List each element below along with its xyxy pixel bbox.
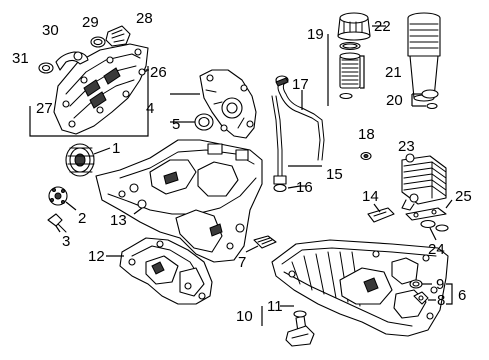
callout-9: 9 (436, 276, 444, 293)
filter-cap-22 (337, 12, 371, 41)
gasket-25 (405, 207, 447, 221)
callout-labels: 1 2 3 4 5 6 7 8 9 10 11 12 13 14 15 16 1… (12, 10, 472, 325)
callout-15: 15 (326, 166, 343, 183)
callout-3: 3 (62, 233, 70, 250)
callout-12: 12 (88, 248, 105, 265)
callout-8: 8 (437, 292, 445, 309)
seal-ring-9 (409, 279, 423, 289)
oil-filter-element-21 (339, 52, 361, 89)
callout-30: 30 (42, 22, 59, 39)
callout-26: 26 (150, 64, 167, 81)
callout-10: 10 (236, 308, 253, 325)
oil-pan-lower (271, 239, 449, 337)
seal-ring-filter (339, 41, 361, 51)
callout-16: 16 (296, 179, 313, 196)
dipstick-tube (271, 95, 287, 185)
flex-plate-2 (48, 186, 68, 206)
callout-2: 2 (78, 210, 86, 227)
filter-housing-assembly (407, 12, 441, 102)
seal-ring-29 (90, 36, 106, 48)
callout-11: 11 (267, 298, 283, 315)
callout-29: 29 (82, 14, 99, 31)
oil-cooler-23 (401, 153, 447, 211)
seal-ring-31 (38, 62, 54, 74)
callout-1: 1 (112, 140, 120, 157)
oil-pump-housing-12 (119, 237, 213, 305)
oil-level-sensor (285, 310, 315, 347)
callout-7: 7 (238, 254, 246, 271)
callout-24: 24 (428, 241, 445, 258)
drain-plug-8 (413, 291, 429, 305)
callout-17: 17 (292, 76, 309, 93)
sensor-7 (253, 235, 277, 249)
callout-31: 31 (12, 50, 29, 67)
gasket-30 (55, 51, 89, 71)
callout-27: 27 (36, 100, 53, 117)
oil-filler-cap-28 (105, 25, 131, 47)
bracket-14 (367, 207, 395, 223)
washer-18 (360, 151, 372, 161)
seal-24b (435, 224, 449, 232)
callout-14: 14 (362, 188, 379, 205)
callout-19: 19 (307, 26, 324, 43)
cylinder-head-cover (53, 43, 149, 135)
oil-dipstick (275, 75, 325, 161)
callout-4: 4 (146, 100, 154, 117)
callout-22: 22 (374, 18, 391, 35)
callout-23: 23 (398, 138, 415, 155)
callout-25: 25 (455, 188, 472, 205)
bolt-3 (47, 213, 67, 233)
seal-24a (420, 219, 436, 229)
seal-ring-small (339, 92, 353, 100)
seal-ring-20a (421, 89, 439, 99)
callout-20: 20 (386, 92, 403, 109)
callout-21: 21 (385, 64, 402, 81)
seal-ring-20b (426, 102, 438, 110)
callout-5: 5 (172, 116, 180, 133)
engine-block (95, 139, 263, 263)
callout-28: 28 (136, 10, 153, 27)
callout-18: 18 (358, 126, 375, 143)
timing-cover (199, 69, 257, 139)
callout-13: 13 (110, 212, 127, 229)
callout-6: 6 (458, 287, 466, 304)
seal-5 (194, 113, 214, 131)
seal-ring-16 (273, 183, 287, 193)
crankshaft-pulley (65, 143, 95, 177)
